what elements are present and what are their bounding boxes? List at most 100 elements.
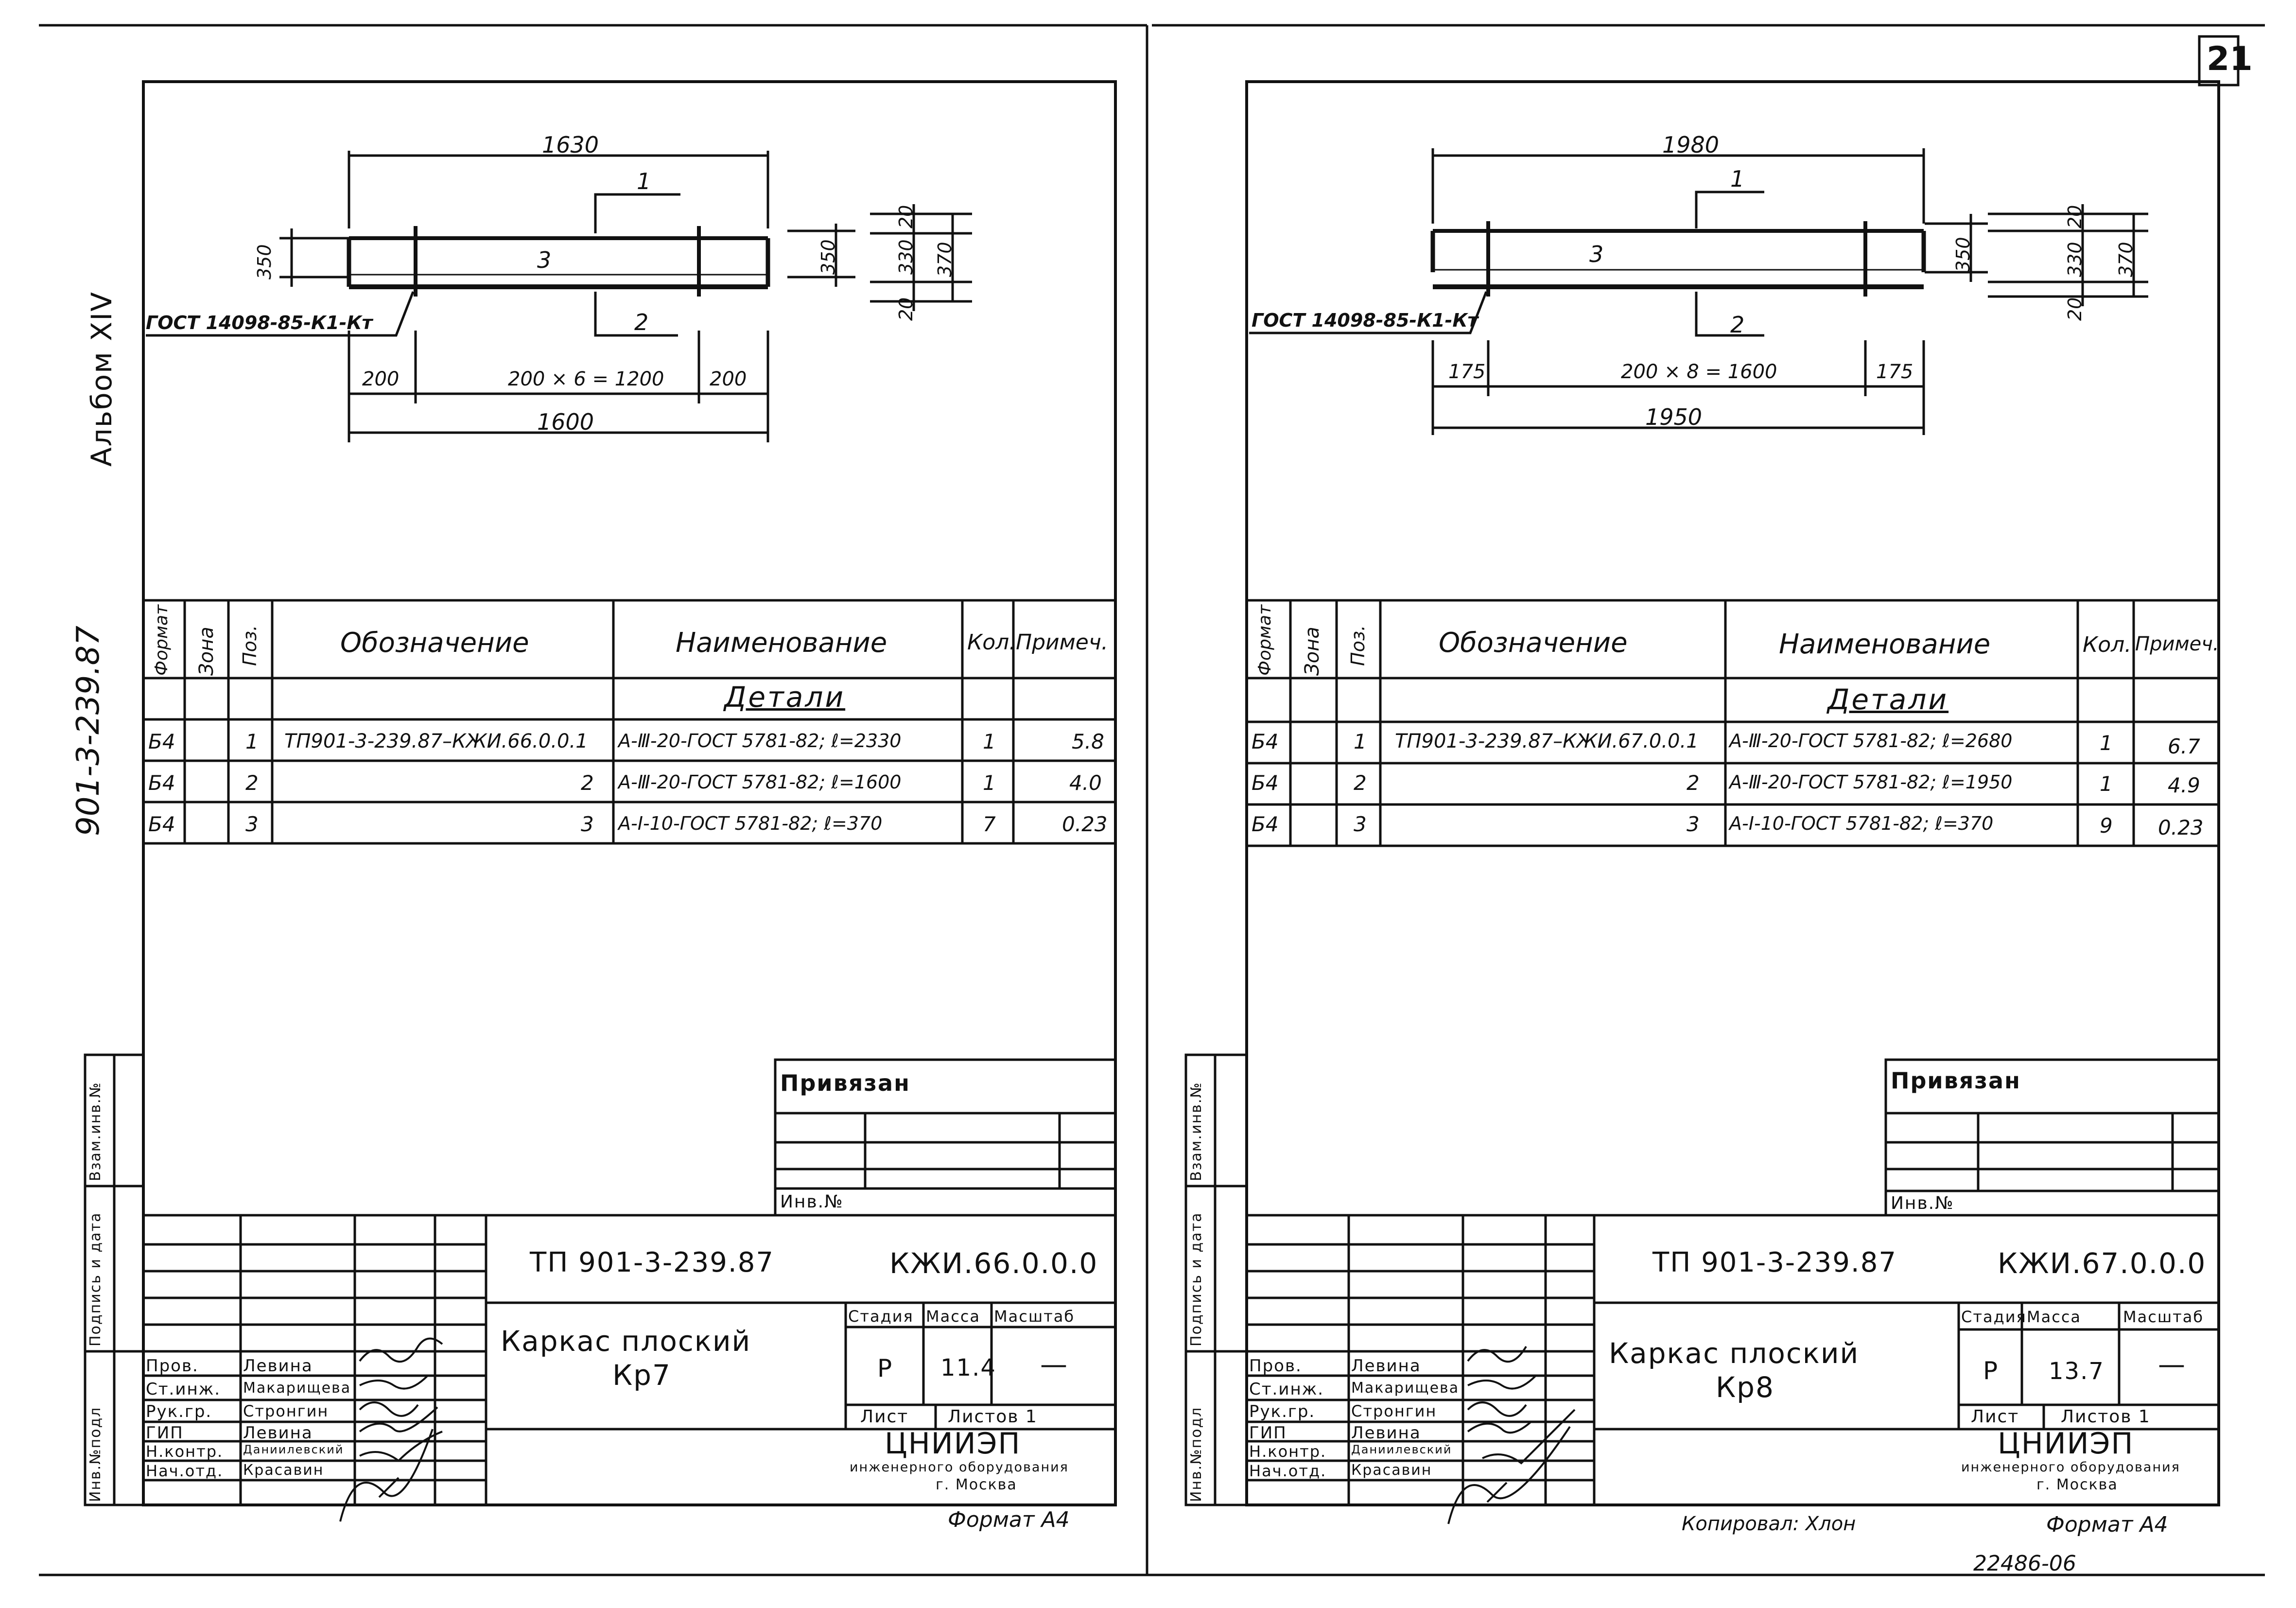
mass-header: Масса [2027,1308,2082,1326]
col-header-qty: Кол. [967,630,1016,655]
mass-header: Масса [926,1307,981,1326]
drawing-code: КЖИ.67.0.0.0 [1998,1247,2207,1280]
col-header-pos: Поз. [239,625,261,666]
album-label: Альбом XIV [85,291,118,467]
person-name: Левина [243,1356,313,1376]
cell-designation: 2 [1687,771,1700,795]
spacing-middle: 200 × 6 = 1200 [508,368,664,390]
scale-value: — [2158,1349,2186,1381]
person-name: Даниилевский [243,1443,344,1456]
copied-by: Копировал: Хлон [1682,1513,1856,1535]
cell-note: 6.7 [2168,734,2200,758]
dim-20-top: 20 [2064,205,2086,228]
person-name: Левина [1351,1423,1421,1443]
mass-value: 11.4 [940,1354,996,1381]
org-subtitle: инженерного оборудования [1961,1460,2180,1475]
role-label: Н.контр. [146,1442,224,1461]
cell-pos: 2 [245,771,259,795]
cell-name: А-Ⅲ-20-ГОСТ 5781-82; ℓ=2680 [1729,730,2013,752]
cell-format: Б4 [148,730,175,753]
cell-note: 4.0 [1069,771,1102,795]
position-2-label: 2 [634,309,649,335]
privyazan-label: Привязан [1891,1067,2021,1094]
spacing-right: 175 [1876,361,1913,383]
cell-designation: 2 [581,771,594,795]
cell-format: Б4 [148,812,175,836]
stage-value: Р [877,1354,893,1382]
cell-pos: 3 [1354,812,1367,836]
col-header-name: Наименование [1779,629,1991,660]
org-city: г. Москва [2036,1476,2118,1493]
col-header-zone: Зона [1301,627,1323,676]
col-header-note: Примеч. [2135,633,2219,655]
col-header-designation: Обозначение [1439,627,1628,659]
cell-note: 0.23 [2158,816,2204,839]
cell-qty: 7 [983,812,996,836]
col-header-zone: Зона [195,627,218,676]
org-subtitle: инженерного оборудования [850,1460,1069,1475]
cell-name: А-Ⅲ-20-ГОСТ 5781-82; ℓ=1950 [1729,771,2013,793]
drawing-code: КЖИ.66.0.0.0 [889,1247,1098,1280]
archive-number: 22486-06 [1973,1551,2076,1576]
cell-qty: 1 [2100,731,2113,755]
col-header-format: Формат [1255,604,1275,676]
section-header: Детали [724,681,846,714]
role-label: Н.контр. [1249,1442,1327,1461]
dim-20-top: 20 [895,205,917,228]
dim-370: 370 [934,242,956,277]
project-number: ТП 901-3-239.87 [1652,1247,1897,1278]
inv-no-label: Инв.№ [1891,1193,1954,1213]
side-stamp-vzam: Взам.инв.№ [87,1082,104,1181]
org-name: ЦНИИЭП [885,1427,1021,1461]
cell-format: Б4 [1252,812,1279,836]
person-name: Левина [1351,1356,1421,1376]
person-name: Макарищева [243,1380,351,1397]
cell-pos: 1 [245,730,259,753]
side-stamp-podpis: Подпись и дата [87,1212,104,1347]
mass-value: 13.7 [2049,1358,2105,1385]
dim-350-right: 350 [818,239,839,275]
dim-370: 370 [2115,242,2137,277]
dim-330: 330 [2064,242,2086,277]
scale-header: Масштаб [994,1307,1075,1326]
cell-designation: ТП901-3-239.87–КЖИ.67.0.0.1 [1395,730,1699,752]
person-name: Стронгин [243,1402,329,1420]
sheets-count: Листов 1 [2061,1407,2151,1427]
cell-qty: 1 [983,730,996,753]
cell-name: А-Ⅲ-20-ГОСТ 5781-82; ℓ=2330 [618,730,902,752]
col-header-designation: Обозначение [340,627,529,659]
person-name: Стронгин [1351,1402,1437,1420]
col-header-note: Примеч. [1016,630,1108,655]
position-3-label: 3 [1589,241,1604,267]
signature-scribbles [339,1337,1576,1524]
col-header-name: Наименование [676,627,887,659]
role-label: ГИП [146,1423,184,1443]
side-stamp-vzam: Взам.инв.№ [1188,1082,1205,1181]
dim-20-bottom: 20 [2064,297,2086,321]
org-city: г. Москва [936,1476,1017,1493]
scale-header: Масштаб [2123,1308,2204,1326]
role-label: Нач.отд. [1249,1462,1327,1480]
person-name: Даниилевский [1351,1443,1452,1456]
role-label: Нач.отд. [146,1462,224,1480]
role-label: Пров. [146,1356,199,1376]
sheet-label: Лист [1971,1407,2019,1427]
scale-value: — [1040,1349,1068,1381]
role-label: ГИП [1249,1423,1287,1443]
privyazan-label: Привязан [780,1070,910,1096]
role-label: Ст.инж. [1249,1380,1324,1399]
role-label: Пров. [1249,1356,1302,1376]
cell-note: 0.23 [1062,812,1108,836]
dim-overall-bottom: 1950 [1645,404,1703,430]
sheet-label: Лист [860,1407,909,1427]
side-stamp-podpis: Подпись и дата [1188,1212,1205,1347]
dim-20-bottom: 20 [895,297,917,321]
dim-overall-bottom: 1600 [537,409,594,435]
cell-note: 4.9 [2168,773,2200,797]
dim-overall-top: 1980 [1662,132,1720,158]
stage-header: Стадия [1961,1308,2027,1326]
side-stamp-inv: Инв.№подл [87,1406,104,1502]
album-code: 901-3-239.87 [70,626,106,836]
cell-designation: 3 [1687,812,1700,836]
